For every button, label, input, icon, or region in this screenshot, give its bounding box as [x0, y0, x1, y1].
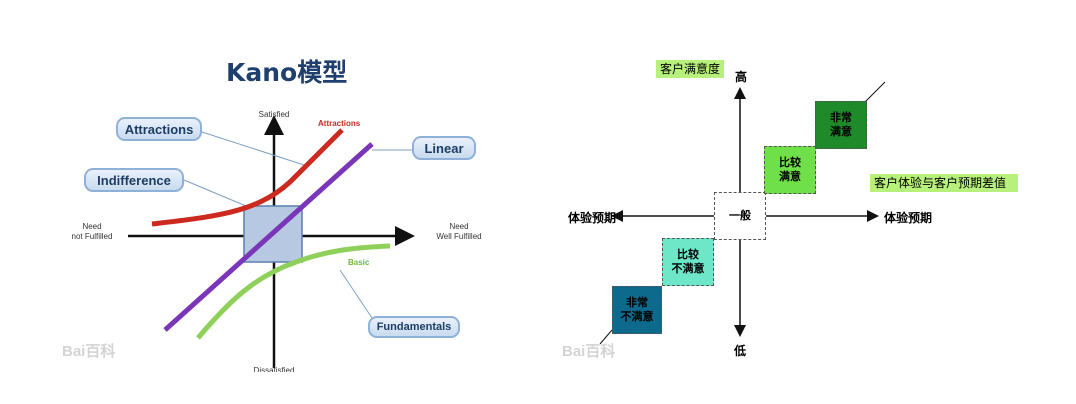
level-very-satisfied: 非常 满意: [815, 101, 867, 149]
right-watermark: Bai百科: [562, 343, 616, 360]
linear-callout: Linear: [412, 136, 476, 160]
satisfaction-diagram: [599, 81, 886, 345]
left-watermark: Bai百科: [62, 343, 116, 360]
attractions-callout: Attractions: [116, 117, 202, 141]
kano-axis-right-label: Need Well Fulfilled: [436, 222, 482, 241]
high-label: 高: [735, 70, 748, 84]
kano-axis-bottom-label: Dissatisfied: [253, 366, 295, 372]
attractions-connector: [201, 131, 305, 166]
level-satisfied: 比较 满意: [764, 146, 816, 194]
expectation-right-label: 体验预期: [884, 211, 933, 225]
kano-diagram: [128, 115, 415, 368]
indifference-connector: [183, 179, 247, 207]
expectation-left-label: 体验预期: [568, 211, 617, 225]
fundamentals-callout: Fundamentals: [368, 316, 460, 338]
linear-line: [163, 142, 374, 332]
kano-title: Kano模型: [226, 58, 348, 87]
bottom-pointer-line: [599, 329, 613, 345]
level-very-dissatisfied: 非常 不满意: [612, 286, 662, 334]
difference-tag: 客户体验与客户预期差值: [870, 174, 1019, 192]
indifference-callout: Indifference: [84, 168, 184, 192]
basic-curve-label: Basic: [348, 258, 370, 267]
kano-axis-left-label: Need not Fulfilled: [71, 222, 113, 241]
fundamentals-connector: [339, 269, 373, 319]
low-label: 低: [734, 344, 747, 358]
attractions-curve: [151, 128, 344, 227]
attractions-curve-label: Attractions: [318, 119, 361, 128]
top-pointer-line: [864, 81, 886, 103]
satisfaction-tag: 客户满意度: [656, 60, 725, 78]
kano-axis-top-label: Satisfied: [258, 110, 290, 119]
level-dissatisfied: 比较 不满意: [662, 238, 714, 286]
basic-curve: [196, 243, 391, 340]
level-neutral: 一般: [714, 192, 766, 240]
